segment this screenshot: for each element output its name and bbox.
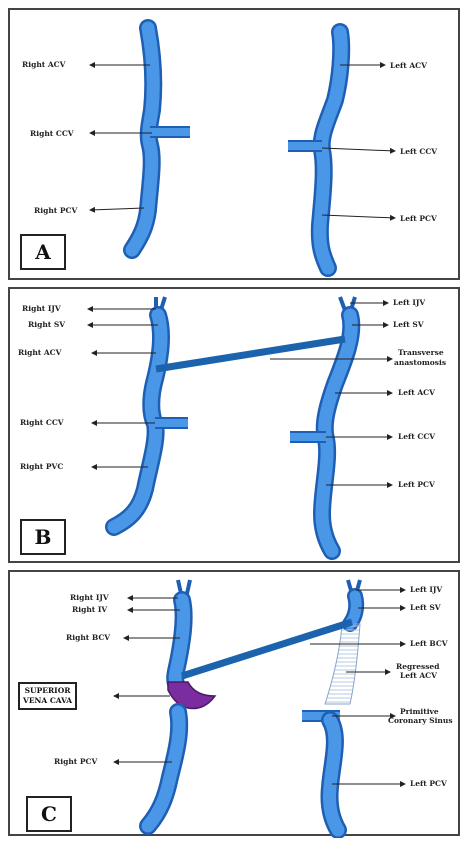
label-right-pvc: Right PVC (20, 462, 63, 471)
panel-a-illustration (10, 10, 462, 282)
panel-tag-c: C (26, 796, 72, 832)
transverse-anastomosis (156, 339, 345, 369)
label-right-acv: Right ACV (22, 60, 65, 69)
label-left-bcv: Left BCV (410, 639, 448, 648)
label-left-sv: Left SV (393, 320, 424, 329)
label-right-pcv: Right PCV (34, 206, 77, 215)
transverse-anastomosis (182, 622, 352, 676)
panel-b-illustration (10, 289, 462, 565)
label-right-ijv: Right IJV (22, 304, 61, 313)
label-left-ccv: Left CCV (400, 147, 437, 156)
label-right-pcv: Right PCV (54, 757, 97, 766)
panel-c: Right IJV Right IV Right BCV SUPERIOR VE… (8, 570, 460, 836)
label-left-ccv: Left CCV (398, 432, 435, 441)
label-coronary-2: Coronary Sinus (388, 716, 453, 725)
label-right-ijv: Right IJV (70, 593, 109, 602)
label-right-bcv: Right BCV (66, 633, 110, 642)
label-left-pcv: Left PCV (398, 480, 435, 489)
label-left-ijv: Left IJV (410, 585, 442, 594)
label-svc-1: SUPERIOR (23, 686, 72, 696)
label-right-iv: Right IV (72, 605, 107, 614)
regressed-left-acv (325, 624, 360, 704)
svc-label-box: SUPERIOR VENA CAVA (18, 682, 77, 710)
label-right-acv: Right ACV (18, 348, 61, 357)
label-svc-2: VENA CAVA (23, 696, 72, 706)
panel-a: Right ACV Right CCV Right PCV Left ACV L… (8, 8, 460, 280)
label-regressed-1: Regressed (396, 662, 439, 671)
panel-tag-a: A (20, 234, 66, 270)
label-left-acv: Left ACV (390, 61, 427, 70)
panel-b: Right IJV Right SV Right ACV Right CCV R… (8, 287, 460, 563)
label-left-pcv: Left PCV (410, 779, 447, 788)
label-transverse-1: Transverse (398, 348, 444, 357)
label-coronary-1: Primitive (400, 707, 439, 716)
label-left-ijv: Left IJV (393, 298, 425, 307)
label-left-acv: Left ACV (398, 388, 435, 397)
label-transverse-2: anastomosis (394, 358, 446, 367)
label-right-ccv: Right CCV (20, 418, 64, 427)
label-right-ccv: Right CCV (30, 129, 74, 138)
label-left-pcv: Left PCV (400, 214, 437, 223)
label-right-sv: Right SV (28, 320, 65, 329)
label-regressed-2: Left ACV (400, 671, 437, 680)
label-left-sv: Left SV (410, 603, 441, 612)
panel-tag-b: B (20, 519, 66, 555)
